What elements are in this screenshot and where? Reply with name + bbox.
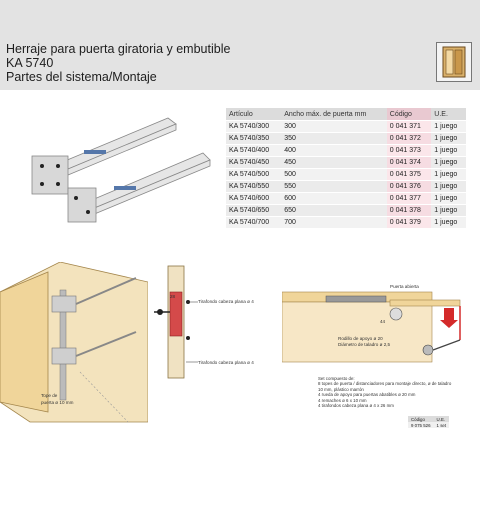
label-door-top: Tope de: [41, 393, 58, 398]
cell-codigo: 0 041 378: [386, 204, 432, 217]
cell-ancho: 650: [281, 204, 387, 217]
cell-codigo: 0 041 374: [386, 156, 432, 169]
kit-contents: Set compuesto de: 8 topes de puerta / di…: [318, 376, 451, 408]
cell-ue: 1 juego: [431, 144, 466, 157]
page-title: Herraje para puerta giratoria y embutibl…: [6, 42, 231, 56]
cell-ancho: 550: [281, 180, 387, 193]
cabinet-installation-drawing: [0, 262, 148, 423]
cell-ue: 1 juego: [431, 216, 466, 229]
label-door-top-2: puerta ø 10 mm: [41, 400, 74, 405]
cell-ue: 1 juego: [431, 180, 466, 193]
cell-ue: 1 juego: [431, 192, 466, 205]
cell-ancho: 300: [281, 120, 387, 133]
kit-code-table: Código U.E. 9 075 526 1 set: [408, 416, 450, 428]
cell-ancho: 700: [281, 216, 387, 229]
slide-rails-illustration: [31, 117, 211, 223]
col-header-ancho: Ancho máx. de puerta mm: [281, 108, 387, 121]
table-header-row: Artículo Ancho máx. de puerta mm Código …: [226, 108, 466, 121]
cell-articulo: KA 5740/500: [226, 168, 282, 181]
kit-item: 4 remaches ø 6 x 10 mm: [318, 397, 367, 403]
cell-articulo: KA 5740/600: [226, 192, 282, 205]
kit-col-codigo: Código: [408, 416, 434, 422]
hinge-detail-drawing: [282, 291, 461, 363]
cell-ue: 1 juego: [431, 132, 466, 145]
label-diametro: Diámetro de taladro ø 2,5: [338, 342, 391, 347]
product-code: KA 5740: [6, 56, 54, 70]
col-header-codigo: Código: [386, 108, 432, 121]
cell-codigo: 0 041 371: [386, 120, 432, 133]
header-band: Herraje para puerta giratoria y embutibl…: [0, 0, 480, 90]
cell-articulo: KA 5740/300: [226, 120, 282, 133]
cell-articulo: KA 5740/550: [226, 180, 282, 193]
cell-ancho: 600: [281, 192, 387, 205]
label-puerta-abierta: Puerta abierta: [390, 284, 419, 289]
cell-codigo: 0 041 377: [386, 192, 432, 205]
label-tirafondo-bottom: Tirafondo cabeza plana ø 4: [198, 360, 254, 365]
kit-title: Set compuesto de:: [318, 376, 355, 381]
cell-ue: 1 juego: [431, 120, 466, 133]
cell-ancho: 400: [281, 144, 387, 157]
spec-table: Artículo Ancho máx. de puerta mm Código …: [226, 108, 466, 229]
kit-item: 10 mm, plástico marrón: [318, 386, 364, 392]
kit-cell-ue: 1 set: [433, 422, 450, 428]
label-rodillo: Rodillo de apoyo ø 20: [338, 336, 383, 341]
cell-codigo: 0 041 375: [386, 168, 432, 181]
cell-articulo: KA 5740/450: [226, 156, 282, 169]
kit-item: 8 topes de puerta / distanciadores para …: [318, 381, 452, 387]
col-header-articulo: Artículo: [226, 108, 282, 121]
cell-codigo: 0 041 372: [386, 132, 432, 145]
cell-articulo: KA 5740/400: [226, 144, 282, 157]
cell-articulo: KA 5740/700: [226, 216, 282, 229]
kit-item: 4 rueda de apoyo para puertas abatibles …: [318, 392, 416, 398]
label-tirafondo-top: Tirafondo cabeza plana ø 4: [198, 299, 254, 304]
cell-articulo: KA 5740/350: [226, 132, 282, 145]
cell-ancho: 350: [281, 132, 387, 145]
dim-28: 28: [170, 294, 176, 299]
col-header-ue: U.E.: [431, 108, 466, 121]
cabinet-icon: [436, 42, 472, 82]
kit-item: 4 tirafondos cabeza plana ø 4 x 26 mm: [318, 403, 394, 409]
cell-codigo: 0 041 379: [386, 216, 432, 229]
cell-ancho: 500: [281, 168, 387, 181]
cell-ancho: 450: [281, 156, 387, 169]
kit-cell-codigo: 9 075 526: [408, 422, 434, 428]
kit-col-ue: U.E.: [433, 416, 450, 422]
cell-articulo: KA 5740/650: [226, 204, 282, 217]
cell-ue: 1 juego: [431, 156, 466, 169]
cell-ue: 1 juego: [431, 204, 466, 217]
cell-codigo: 0 041 376: [386, 180, 432, 193]
cell-codigo: 0 041 373: [386, 144, 432, 157]
cell-ue: 1 juego: [431, 168, 466, 181]
section-drawing: [154, 265, 198, 379]
dim-44: 44: [380, 319, 386, 324]
section-subtitle: Partes del sistema/Montaje: [6, 70, 157, 84]
